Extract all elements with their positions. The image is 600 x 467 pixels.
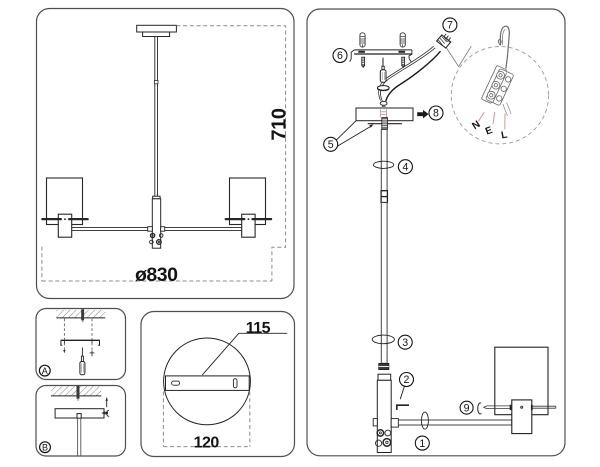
svg-text:710: 710 bbox=[268, 108, 290, 140]
svg-text:E: E bbox=[484, 125, 494, 138]
svg-text:9: 9 bbox=[464, 402, 470, 414]
svg-text:ø830: ø830 bbox=[135, 264, 178, 286]
svg-text:120: 120 bbox=[194, 434, 220, 451]
svg-text:2: 2 bbox=[404, 374, 410, 386]
svg-text:4: 4 bbox=[402, 161, 408, 173]
svg-text:115: 115 bbox=[246, 320, 271, 337]
svg-text:1: 1 bbox=[419, 438, 425, 450]
svg-text:5: 5 bbox=[328, 139, 334, 151]
svg-text:8: 8 bbox=[433, 108, 439, 120]
svg-text:A: A bbox=[42, 366, 48, 376]
svg-text:3: 3 bbox=[402, 337, 408, 349]
svg-text:L: L bbox=[500, 130, 508, 142]
svg-text:7: 7 bbox=[447, 20, 453, 32]
svg-text:6: 6 bbox=[337, 50, 343, 62]
svg-text:B: B bbox=[42, 443, 48, 453]
